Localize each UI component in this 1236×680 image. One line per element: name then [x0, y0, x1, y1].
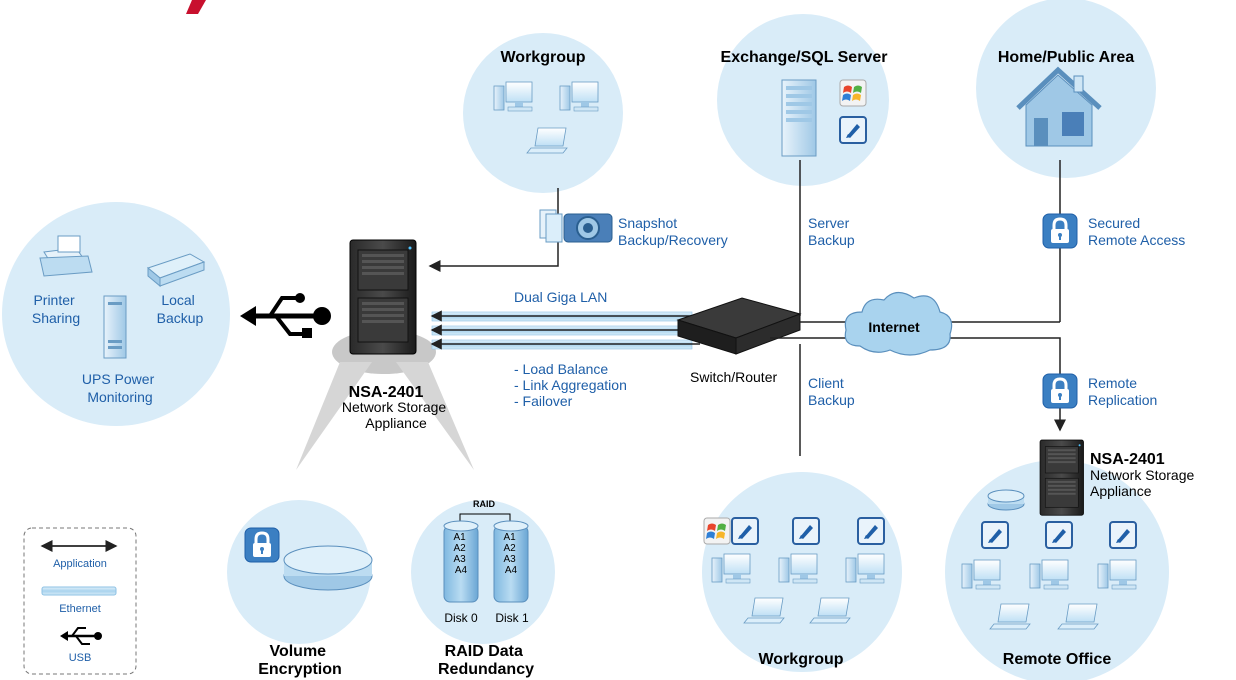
bubble-workgroup-top	[463, 33, 623, 193]
workgroup-app-link	[428, 188, 559, 272]
application-icon	[981, 521, 1009, 549]
exchange-title: Exchange/SQL Server	[721, 49, 888, 66]
application-icon	[792, 517, 820, 545]
bubble-raid	[411, 500, 555, 644]
raid-blocks-disk0: A1 A2 A3 A4	[453, 532, 468, 576]
external-drive-icon	[146, 253, 206, 288]
legend-usb-icon	[60, 627, 102, 645]
workgroup-bottom-title: Workgroup	[758, 651, 843, 668]
raid-disk-1	[493, 520, 529, 603]
disk1-label: Disk 1	[495, 611, 529, 625]
snapshot-label: Snapshot Backup/Recovery	[618, 215, 728, 248]
cloud-icon	[844, 291, 953, 356]
house-icon	[1016, 66, 1102, 147]
shadow-cone-left	[296, 362, 372, 470]
application-icon	[857, 517, 885, 545]
switch-label: Switch/Router	[690, 369, 777, 385]
disk-icon	[283, 545, 373, 591]
legend-ethernet-swatch	[41, 586, 117, 596]
raid-title: RAID Data Redundancy	[438, 643, 534, 678]
local-backup-label: Local Backup	[157, 292, 204, 326]
lock-icon	[243, 526, 281, 564]
application-icon	[839, 116, 867, 144]
disk0-label: Disk 0	[444, 611, 478, 625]
legend-box	[23, 527, 137, 675]
camera-icon	[539, 209, 613, 243]
lock-icon	[1041, 372, 1079, 410]
remote-replication-label: Remote Replication	[1088, 375, 1157, 408]
nas-main-model: NSA-2401	[349, 384, 424, 401]
ups-label: UPS Power Monitoring	[82, 371, 158, 405]
lock-icon	[1041, 212, 1079, 250]
legend-ethernet-label: Ethernet	[59, 603, 101, 615]
raid-disk-0	[443, 520, 479, 603]
nas-remote-model: NSA-2401	[1090, 451, 1165, 468]
lan-features-list: - Load Balance - Link Aggregation - Fail…	[514, 361, 631, 409]
shadow-cone-right	[396, 362, 474, 470]
brand-accent	[186, 0, 206, 14]
nas-remote-desc: Network Storage Appliance	[1090, 467, 1198, 499]
server-backup-label: Server Backup	[808, 215, 855, 248]
application-icon	[731, 517, 759, 545]
legend-usb-label: USB	[69, 652, 92, 664]
raid-header: RAID	[473, 499, 495, 509]
home-title: Home/Public Area	[998, 49, 1134, 66]
secured-access-label: Secured Remote Access	[1088, 215, 1185, 248]
dual-lan-label: Dual Giga LAN	[514, 289, 607, 305]
application-icon	[1045, 521, 1073, 549]
workgroup-top-title: Workgroup	[500, 49, 585, 66]
remote-nas-device-icon	[1039, 439, 1084, 516]
storage-disk-icon	[987, 489, 1025, 511]
windows-logo-icon	[839, 79, 867, 107]
usb-icon	[240, 293, 331, 338]
raid-bracket	[459, 513, 511, 522]
server-tower-icon	[781, 79, 817, 157]
remote-office-title: Remote Office	[1003, 651, 1112, 668]
internet-label: Internet	[868, 319, 920, 335]
nas-device-icon	[349, 239, 417, 355]
ups-icon	[103, 295, 127, 359]
printer-label: Printer Sharing	[32, 292, 80, 326]
application-icon	[1109, 521, 1137, 549]
volume-title: Volume Encryption	[258, 643, 342, 678]
windows-logo-icon	[703, 517, 731, 545]
printer-icon	[39, 235, 93, 277]
raid-blocks-disk1: A1 A2 A3 A4	[503, 532, 518, 576]
switch-icon	[676, 297, 802, 355]
nas-main-desc: Network Storage Appliance	[342, 399, 450, 431]
client-backup-label: Client Backup	[808, 375, 855, 408]
legend-application-label: Application	[53, 558, 107, 570]
